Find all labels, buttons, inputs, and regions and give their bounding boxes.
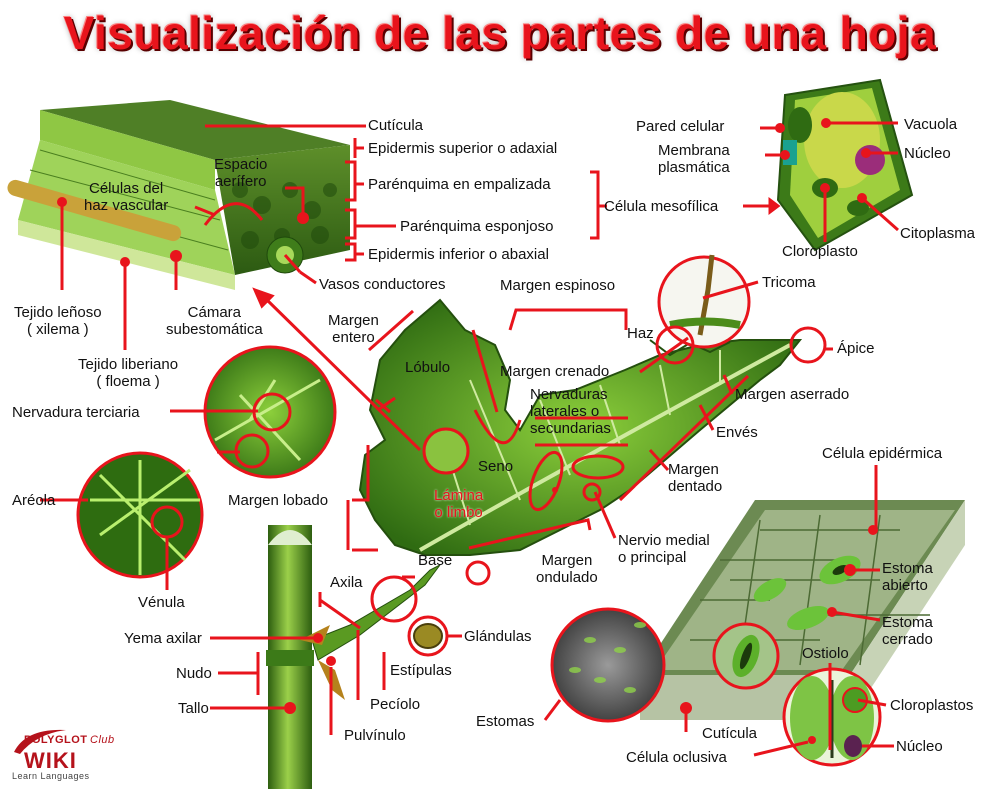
logo-swoosh-icon <box>14 729 66 754</box>
label-tejido-lenoso-line1: Tejido leñoso <box>14 304 102 321</box>
label-apice: Ápice <box>837 340 875 357</box>
label-tejido-liberiano-line2: ( floema ) <box>96 373 160 390</box>
logo-line1b: Club <box>90 734 115 746</box>
label-estoma-abierto: Estoma abierto <box>882 560 933 594</box>
logo-line3: Learn Languages <box>12 771 90 781</box>
label-nervaduras: Nervaduras laterales o secundarias <box>530 386 611 437</box>
label-tricoma: Tricoma <box>762 274 816 291</box>
label-camara: Cámara subestomática <box>166 304 263 338</box>
label-nervaduras-line3: secundarias <box>530 420 611 437</box>
label-enves: Envés <box>716 424 758 441</box>
label-margen-dentado-line1: Margen <box>668 461 719 478</box>
label-camara-line1: Cámara <box>187 304 242 321</box>
label-nucleo-top: Núcleo <box>904 145 951 162</box>
label-margen-dentado: Margen dentado <box>668 461 722 495</box>
label-parenquima-esponjoso: Parénquima esponjoso <box>400 218 554 235</box>
label-lobulo: Lóbulo <box>405 359 451 376</box>
label-espacio-line1: Espacio <box>214 156 268 173</box>
label-celula-mesofilica: Célula mesofílica <box>604 198 719 215</box>
label-celula-epidermica: Célula epidérmica <box>822 445 943 462</box>
label-vacuola: Vacuola <box>904 116 958 133</box>
label-cloroplasto: Cloroplasto <box>782 243 858 260</box>
label-cuticula-top: Cutícula <box>368 117 424 134</box>
stem <box>266 525 443 789</box>
label-espacio-line2: aerífero <box>214 173 267 190</box>
polyglot-logo: POLYGLOT Club WIKI Learn Languages <box>6 724 126 786</box>
label-margen-entero: Margen entero <box>328 312 379 346</box>
label-nervio-medial-line2: o principal <box>618 549 687 566</box>
label-nervio-medial-line1: Nervio medial <box>618 532 710 549</box>
label-margen-lobado: Margen lobado <box>228 492 329 509</box>
label-estoma-abierto-line2: abierto <box>882 577 928 594</box>
label-nervio-medial: Nervio medial o principal <box>618 532 710 566</box>
label-cuticula-bottom: Cutícula <box>702 725 758 742</box>
label-margen-entero-line1: Margen <box>328 312 379 329</box>
label-glandulas: Glándulas <box>464 628 532 645</box>
label-tejido-liberiano: Tejido liberiano ( floema ) <box>78 356 178 390</box>
page-title: Visualización de las partes de una hoja <box>63 7 937 59</box>
label-margen-dentado-line2: dentado <box>668 478 723 495</box>
label-margen-entero-line2: entero <box>332 329 375 346</box>
label-celulas-line1: Células del <box>89 180 164 197</box>
label-membrana-line1: Membrana <box>658 142 730 159</box>
label-margen-ondulado: Margen ondulado <box>536 552 598 586</box>
label-margen-ondulado-line1: Margen <box>541 552 593 569</box>
label-lamina-line2: o limbo <box>434 504 483 521</box>
label-epidermis-inferior: Epidermis inferior o abaxial <box>368 246 549 263</box>
label-cloroplastos: Cloroplastos <box>890 697 974 714</box>
label-seno: Seno <box>478 458 514 475</box>
label-lamina-line1: Lámina <box>434 487 484 504</box>
label-celula-oclusiva: Célula oclusiva <box>626 749 727 766</box>
label-pulvinulo: Pulvínulo <box>344 727 406 744</box>
magnifier-circles <box>76 254 882 767</box>
label-margen-espinoso: Margen espinoso <box>500 277 616 294</box>
callout-lines <box>40 121 899 757</box>
label-tallo: Tallo <box>178 700 209 717</box>
label-parenquima-empalizada: Parénquima en empalizada <box>368 176 551 193</box>
label-membrana-line2: plasmática <box>658 159 730 176</box>
label-margen-crenado: Margen crenado <box>500 363 610 380</box>
label-estoma-cerrado: Estoma cerrado <box>882 614 933 648</box>
label-yema-axilar: Yema axilar <box>124 630 202 647</box>
label-pared-celular: Pared celular <box>636 118 725 135</box>
label-estomas: Estomas <box>476 713 535 730</box>
logo-line2: WIKI <box>24 748 77 773</box>
label-epidermis-superior: Epidermis superior o adaxial <box>368 140 558 157</box>
label-tejido-liberiano-line1: Tejido liberiano <box>78 356 179 373</box>
label-ostiolo: Ostiolo <box>802 645 849 662</box>
label-camara-line2: subestomática <box>166 321 263 338</box>
label-estoma-cerrado-line2: cerrado <box>882 631 933 648</box>
label-espacio-aerifero: Espacio aerífero <box>214 156 267 190</box>
label-vasos-conductores: Vasos conductores <box>319 276 446 293</box>
label-celulas-haz: Células del haz vascular <box>84 180 168 214</box>
label-nervaduras-line1: Nervaduras <box>530 386 608 403</box>
label-nucleo-bottom: Núcleo <box>896 738 943 755</box>
label-nervadura-terciaria: Nervadura terciaria <box>12 404 140 421</box>
label-lamina: Lámina o limbo <box>434 487 483 521</box>
label-estoma-abierto-line1: Estoma <box>882 560 933 577</box>
label-nervaduras-line2: laterales o <box>530 403 600 420</box>
label-peciolo: Pecíolo <box>370 696 421 713</box>
label-nudo: Nudo <box>176 665 212 682</box>
label-tejido-lenoso: Tejido leñoso ( xilema ) <box>14 304 102 338</box>
label-celulas-line2: haz vascular <box>84 197 169 214</box>
label-venula: Vénula <box>138 594 185 611</box>
label-tejido-lenoso-line2: ( xilema ) <box>26 321 89 338</box>
label-haz: Haz <box>627 325 654 342</box>
label-estipulas: Estípulas <box>390 662 452 679</box>
label-estoma-cerrado-line1: Estoma <box>882 614 933 631</box>
leaf-cross-section <box>7 100 350 290</box>
label-areola: Aréola <box>12 492 56 509</box>
label-citoplasma: Citoplasma <box>900 225 976 242</box>
label-margen-ondulado-line2: ondulado <box>536 569 598 586</box>
label-axila: Axila <box>330 574 363 591</box>
logo-line1: POLYGLOT <box>24 734 88 746</box>
label-margen-aserrado: Margen aserrado <box>735 386 850 403</box>
label-membrana: Membrana plasmática <box>658 142 730 176</box>
label-base: Base <box>418 552 453 569</box>
